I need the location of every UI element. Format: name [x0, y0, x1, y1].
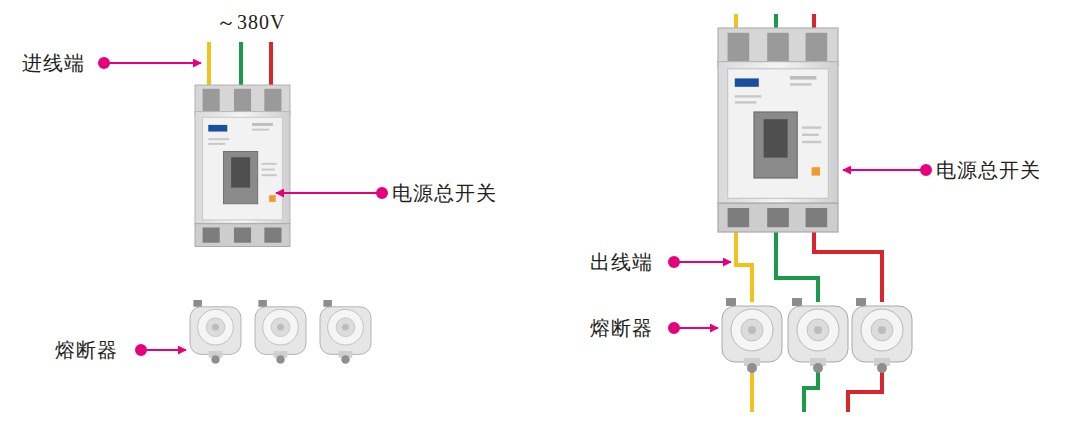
fuse: [852, 298, 912, 373]
circuit-breaker: [195, 85, 290, 247]
leader-lines: [99, 58, 931, 355]
fuse: [722, 298, 782, 373]
callout-label: ～380V: [216, 10, 285, 34]
fuse: [255, 300, 306, 364]
callout-label: 进线端: [22, 51, 85, 75]
callout-label: 熔断器: [590, 316, 653, 340]
fuse: [320, 300, 371, 364]
fuse: [190, 300, 241, 364]
callout-label: 熔断器: [55, 338, 118, 362]
fuse: [788, 298, 848, 373]
callout-label: 电源总开关: [936, 158, 1041, 182]
callout-label: 出线端: [590, 250, 653, 274]
callout-label: 电源总开关: [392, 181, 497, 205]
circuit-breaker: [718, 28, 838, 232]
